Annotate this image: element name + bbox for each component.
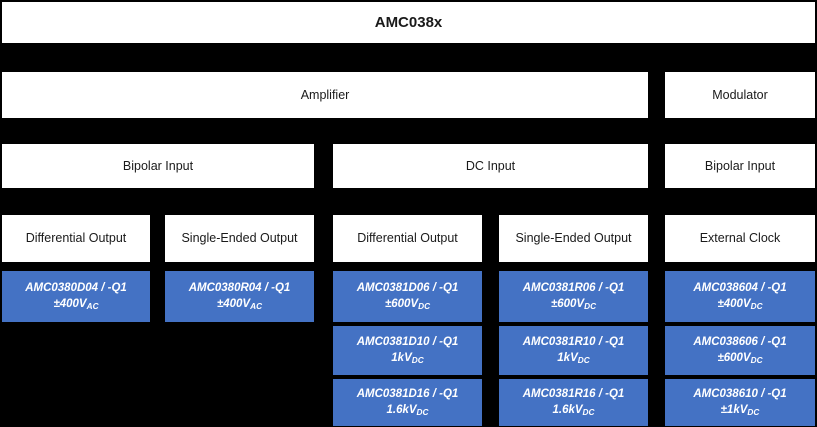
part-number: AMC038604 / -Q1 bbox=[693, 281, 787, 294]
part-number: AMC0380R04 / -Q1 bbox=[188, 281, 291, 294]
part-rating: 1kVDC bbox=[391, 351, 423, 367]
part-number: AMC0380D04 / -Q1 bbox=[25, 281, 127, 294]
part-number: AMC0381D06 / -Q1 bbox=[356, 281, 459, 294]
part-rating-value: ±400V bbox=[216, 297, 251, 310]
part-rating: ±600VDC bbox=[551, 297, 596, 313]
part-rating: ±400VAC bbox=[53, 297, 98, 313]
part-rating-value: ±600V bbox=[384, 297, 419, 310]
part-number: AMC0381R10 / -Q1 bbox=[522, 335, 625, 348]
part-card[interactable]: AMC038604 / -Q1 ±400VDC bbox=[665, 271, 815, 322]
input-cell-bipolar-right: Bipolar Input bbox=[665, 144, 815, 188]
output-cell-single-ended-1: Single-Ended Output bbox=[165, 215, 314, 262]
part-number: AMC038610 / -Q1 bbox=[693, 387, 787, 400]
output-cell-external-clock: External Clock bbox=[665, 215, 815, 262]
part-rating-value: 1kV bbox=[391, 351, 412, 364]
output-cell-differential-1: Differential Output bbox=[2, 215, 150, 262]
part-card[interactable]: AMC038610 / -Q1 ±1kVDC bbox=[665, 379, 815, 426]
part-rating-subscript: DC bbox=[416, 407, 429, 417]
input-cell-dc: DC Input bbox=[333, 144, 648, 188]
part-number: AMC0381D16 / -Q1 bbox=[356, 387, 459, 400]
part-rating-subscript: AC bbox=[86, 301, 99, 311]
part-rating-value: ±400V bbox=[717, 297, 751, 310]
part-rating-subscript: DC bbox=[747, 407, 760, 417]
part-rating: 1.6kVDC bbox=[386, 403, 428, 419]
part-number: AMC0381R16 / -Q1 bbox=[522, 387, 625, 400]
part-rating-subscript: DC bbox=[750, 301, 763, 311]
part-rating-value: ±400V bbox=[53, 297, 87, 310]
part-card[interactable]: AMC0380D04 / -Q1 ±400VAC bbox=[2, 271, 150, 322]
part-rating: ±600VDC bbox=[717, 351, 762, 367]
part-rating: 1.6kVDC bbox=[552, 403, 594, 419]
part-card[interactable]: AMC0381R10 / -Q1 1kVDC bbox=[499, 326, 648, 375]
part-rating: ±400VDC bbox=[717, 297, 762, 313]
part-card[interactable]: AMC0381D06 / -Q1 ±600VDC bbox=[333, 271, 482, 322]
function-cell-modulator: Modulator bbox=[665, 72, 815, 118]
part-rating-subscript: DC bbox=[582, 407, 595, 417]
part-rating-value: ±600V bbox=[550, 297, 585, 310]
part-card[interactable]: AMC0380R04 / -Q1 ±400VAC bbox=[165, 271, 314, 322]
part-rating-value: 1kV bbox=[557, 351, 578, 364]
part-rating-subscript: DC bbox=[584, 301, 597, 311]
part-rating: ±400VAC bbox=[217, 297, 262, 313]
part-card[interactable]: AMC0381D16 / -Q1 1.6kVDC bbox=[333, 379, 482, 426]
part-rating-value: ±1kV bbox=[720, 403, 748, 416]
part-rating-subscript: DC bbox=[411, 355, 424, 365]
function-cell-amplifier: Amplifier bbox=[2, 72, 648, 118]
part-number: AMC038606 / -Q1 bbox=[693, 335, 787, 348]
output-cell-single-ended-2: Single-Ended Output bbox=[499, 215, 648, 262]
part-rating-subscript: DC bbox=[750, 355, 763, 365]
part-number: AMC0381R06 / -Q1 bbox=[522, 281, 625, 294]
part-rating: ±600VDC bbox=[385, 297, 430, 313]
part-rating-subscript: AC bbox=[250, 301, 263, 311]
part-rating-value: 1.6kV bbox=[552, 403, 583, 416]
output-cell-differential-2: Differential Output bbox=[333, 215, 482, 262]
part-rating-value: ±600V bbox=[717, 351, 751, 364]
part-card[interactable]: AMC0381R06 / -Q1 ±600VDC bbox=[499, 271, 648, 322]
part-rating-value: 1.6kV bbox=[386, 403, 417, 416]
part-rating: ±1kVDC bbox=[721, 403, 760, 419]
part-card[interactable]: AMC038606 / -Q1 ±600VDC bbox=[665, 326, 815, 375]
input-cell-bipolar-left: Bipolar Input bbox=[2, 144, 314, 188]
part-rating-subscript: DC bbox=[418, 301, 431, 311]
part-number: AMC0381D10 / -Q1 bbox=[356, 335, 459, 348]
part-card[interactable]: AMC0381R16 / -Q1 1.6kVDC bbox=[499, 379, 648, 426]
part-rating-subscript: DC bbox=[577, 355, 590, 365]
page-title: AMC038x bbox=[2, 2, 815, 43]
part-card[interactable]: AMC0381D10 / -Q1 1kVDC bbox=[333, 326, 482, 375]
part-rating: 1kVDC bbox=[557, 351, 589, 367]
